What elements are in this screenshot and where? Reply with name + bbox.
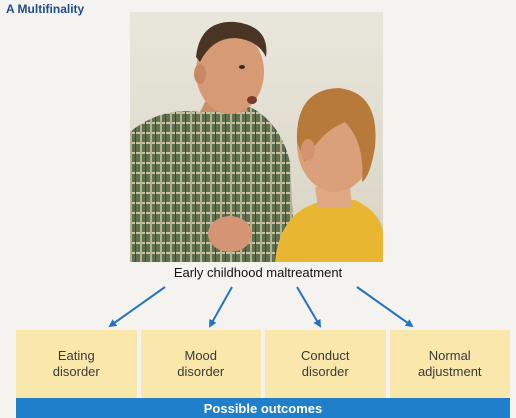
outcome-line1: Mood <box>184 348 217 363</box>
outcome-line2: disorder <box>302 364 349 379</box>
arrow-to-conduct <box>297 287 320 326</box>
arrow-to-eating <box>110 287 165 326</box>
man-talking-to-boy-photo <box>130 12 383 262</box>
arrow-to-normal <box>357 287 412 326</box>
outcome-line1: Conduct <box>301 348 349 363</box>
arrow-to-mood <box>210 287 232 326</box>
outcome-line2: disorder <box>177 364 224 379</box>
outcome-normal-adjustment: Normaladjustment <box>390 330 511 398</box>
outcome-conduct-disorder: Conductdisorder <box>265 330 386 398</box>
outcome-eating-disorder: Eatingdisorder <box>16 330 137 398</box>
possible-outcomes-bar: Possible outcomes <box>16 398 510 418</box>
outcome-line2: adjustment <box>418 364 482 379</box>
cause-caption: Early childhood maltreatment <box>0 265 516 280</box>
outcome-line2: disorder <box>53 364 100 379</box>
outcomes-row: Eatingdisorder Mooddisorder Conductdisor… <box>16 330 510 398</box>
outcome-mood-disorder: Mooddisorder <box>141 330 262 398</box>
outcome-line1: Eating <box>58 348 95 363</box>
figure-label: A Multifinality <box>6 2 84 16</box>
outcome-line1: Normal <box>429 348 471 363</box>
